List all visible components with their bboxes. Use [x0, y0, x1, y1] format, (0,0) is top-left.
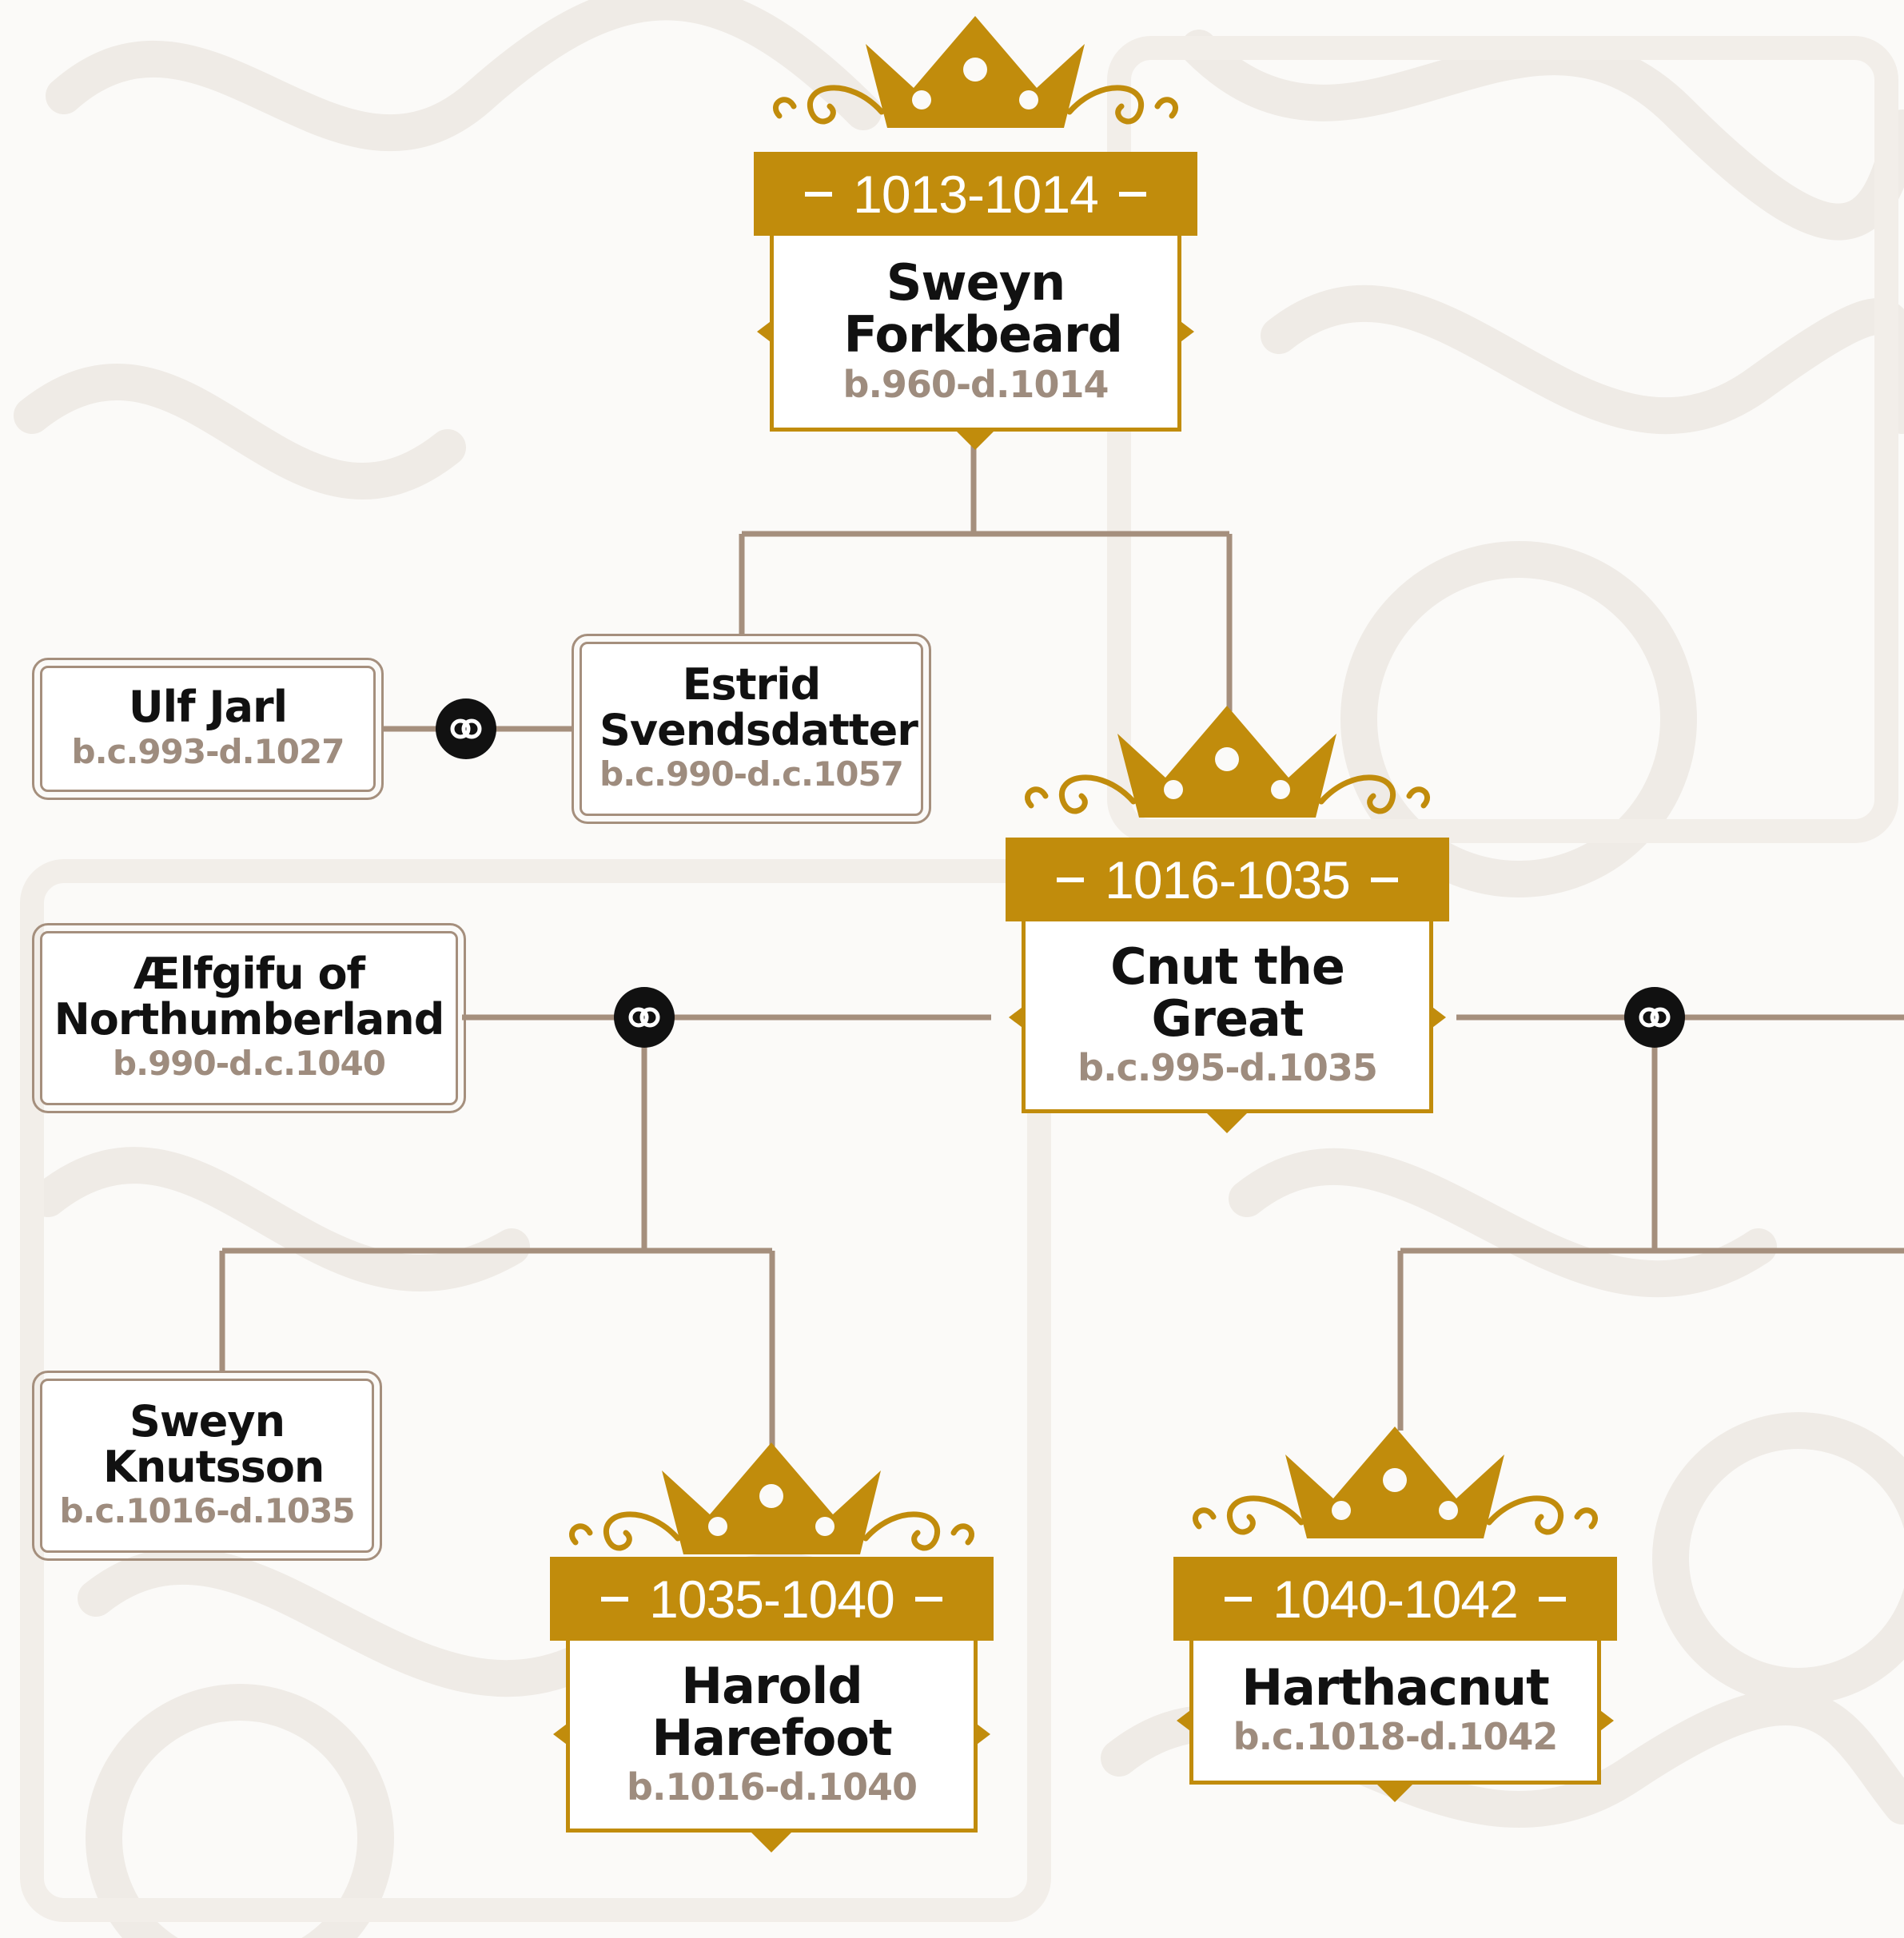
- monarch-sweyn-forkbeard[interactable]: 1013-1014 Sweyn Forkbeard b.960-d.1014: [754, 12, 1197, 472]
- person-name: Sweyn Forkbeard: [843, 253, 1123, 364]
- life-dates: b.c.1016-d.1035: [59, 1491, 355, 1531]
- marriage-icon: [614, 987, 675, 1048]
- reign-years: 1013-1014: [853, 164, 1099, 224]
- marriage-icon: [436, 698, 496, 759]
- cnut-second-children-line: [1397, 1017, 1904, 1431]
- person-name: Harold Harefoot: [651, 1656, 892, 1767]
- life-dates: b.c.995-d.1035: [1077, 1046, 1378, 1089]
- person-name: Estrid Svendsdatter: [599, 659, 918, 755]
- life-dates: b.c.1018-d.1042: [1233, 1715, 1559, 1759]
- life-dates: b.1016-d.1040: [627, 1765, 918, 1809]
- reign-years: 1035-1040: [649, 1569, 895, 1629]
- monarch-harthacnut[interactable]: 1040-1042 Harthacnut b.c.1018-d.1042: [1173, 1423, 1617, 1818]
- person-name: Cnut the Great: [1110, 937, 1345, 1048]
- person-name: Ulf Jarl: [128, 682, 288, 733]
- person-name: Harthacnut: [1241, 1658, 1550, 1717]
- reign-years: 1016-1035: [1105, 850, 1351, 909]
- person-name: Ælfgifu of Northumberland: [54, 949, 445, 1045]
- aelfgifu-cnut-children-line: [219, 1017, 775, 1447]
- monarch-harold-harefoot[interactable]: 1035-1040 Harold Harefoot b.1016-d.1040: [550, 1439, 994, 1870]
- monarch-cnut-the-great[interactable]: 1016-1035 Cnut the Great b.c.995-d.1035: [1006, 702, 1449, 1151]
- sweyn-children-line: [739, 432, 1233, 711]
- person-name: Sweyn Knutsson: [103, 1396, 325, 1492]
- person-aelfgifu-of-northumberland[interactable]: Ælfgifu of Northumberland b.990-d.c.1040: [32, 923, 466, 1113]
- marriage-icon: [1624, 987, 1685, 1048]
- life-dates: b.990-d.c.1040: [113, 1044, 386, 1084]
- life-dates: b.960-d.1014: [842, 362, 1109, 406]
- life-dates: b.c.993-d.1027: [71, 732, 345, 772]
- life-dates: b.c.990-d.c.1057: [599, 754, 904, 794]
- person-ulf-jarl[interactable]: Ulf Jarl b.c.993-d.1027: [32, 658, 384, 800]
- person-estrid-svendsdatter[interactable]: Estrid Svendsdatter b.c.990-d.c.1057: [572, 634, 931, 824]
- reign-years: 1040-1042: [1273, 1569, 1519, 1629]
- person-sweyn-knutsson[interactable]: Sweyn Knutsson b.c.1016-d.1035: [32, 1371, 382, 1561]
